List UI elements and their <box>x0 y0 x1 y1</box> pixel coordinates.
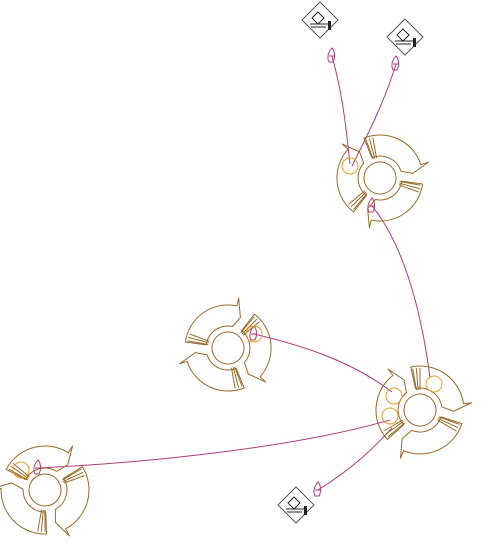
sink-glyph-bar <box>413 38 416 47</box>
wheel-arrow-segment <box>241 313 272 383</box>
link-arrow-marker <box>391 55 400 71</box>
links-layer <box>33 47 431 497</box>
wheel-arrow-segment <box>54 466 90 537</box>
circular-arrow-wheel-icon[interactable] <box>0 425 104 546</box>
wheel-spoke <box>240 316 255 334</box>
link[interactable] <box>33 419 391 475</box>
link-arrow-marker <box>33 459 42 475</box>
wheel-spoke <box>438 416 460 425</box>
wheel-spoke <box>412 368 418 391</box>
link[interactable] <box>351 55 400 167</box>
link-curve <box>317 427 393 491</box>
wheel-spoke <box>437 419 457 432</box>
wheel-arrow-segment <box>375 368 408 440</box>
link[interactable] <box>313 427 393 497</box>
wheel-spoke <box>241 318 258 335</box>
wheel-spoke <box>189 333 210 342</box>
sink-glyph-bar <box>304 506 307 515</box>
circular-arrow-wheel-icon[interactable] <box>179 297 272 392</box>
wheel-spoke <box>365 139 374 160</box>
sink-glyph-bar <box>328 21 331 30</box>
wheel-hub <box>363 161 397 195</box>
wheel-arrow-segment <box>367 180 424 229</box>
wheel-arrow-segment <box>179 352 245 392</box>
wheel-spoke <box>44 509 46 533</box>
wheel-arrow-segment <box>0 482 48 535</box>
link[interactable] <box>249 325 393 393</box>
wheel-spoke <box>348 190 366 205</box>
diamond-sink-icon[interactable] <box>386 18 424 56</box>
wheel-arrow-segment <box>400 416 463 459</box>
wheel-spoke <box>398 184 419 193</box>
wheel-spoke <box>353 192 368 210</box>
link[interactable] <box>367 197 431 379</box>
wheel-arrow-segment <box>5 445 74 481</box>
wheel-spoke <box>234 366 243 387</box>
wheel-spoke <box>8 468 28 481</box>
port-ring[interactable] <box>425 375 443 393</box>
wheel-arrow-segment <box>363 134 429 174</box>
port-ring[interactable] <box>381 407 399 425</box>
wheel-spoke <box>383 419 403 432</box>
port-ring[interactable] <box>12 461 30 479</box>
wheel-spoke <box>372 137 377 159</box>
wheel-spoke <box>437 418 459 429</box>
wheel-spoke <box>62 468 82 481</box>
circular-arrow-wheel-icon[interactable] <box>336 134 429 229</box>
wheel-spoke <box>187 340 209 345</box>
wheel-spoke <box>399 181 421 186</box>
link-arrow-marker <box>313 481 322 497</box>
wheel-spoke <box>419 367 421 390</box>
link[interactable] <box>327 47 351 165</box>
wheel-spoke <box>350 191 367 208</box>
wheels-layer <box>0 134 477 546</box>
sink-diamond <box>386 18 424 56</box>
wheel-spoke <box>63 475 85 484</box>
sink-diamond <box>301 1 339 39</box>
port-ring[interactable] <box>245 325 263 343</box>
wheel-spoke <box>415 368 419 391</box>
diamond-sink-icon[interactable] <box>277 486 315 524</box>
wheel-spoke <box>232 367 240 388</box>
wheel-hub <box>28 473 62 507</box>
wheel-spoke <box>62 471 84 483</box>
wheel-arrow-segment <box>184 297 241 346</box>
wheel-spoke <box>385 421 404 435</box>
sink-glyph <box>287 496 301 510</box>
link-curve <box>331 55 351 165</box>
wheel-hub <box>211 331 245 365</box>
wheel-spoke <box>231 367 236 389</box>
wheel-spoke <box>368 138 376 159</box>
sinks-layer <box>277 1 424 524</box>
circular-arrow-wheel-icon[interactable] <box>368 359 477 469</box>
wheel-spoke <box>40 509 44 532</box>
link-curve <box>351 63 397 167</box>
sink-glyph <box>396 28 410 42</box>
link-arrow-marker <box>327 47 336 63</box>
diamond-sink-icon[interactable] <box>301 1 339 39</box>
port-ring[interactable] <box>341 157 359 175</box>
sink-glyph <box>311 11 325 25</box>
wheel-arrow-segment <box>336 143 367 213</box>
wheel-hub <box>403 393 437 427</box>
link-curve <box>253 333 393 393</box>
link-curve <box>37 419 391 469</box>
wheel-spoke <box>188 336 209 344</box>
wheel-spoke <box>387 422 405 438</box>
wheel-spoke <box>399 182 420 190</box>
wheel-spoke <box>37 509 43 532</box>
port-ring[interactable] <box>385 387 403 405</box>
link-arrow-marker <box>367 197 376 213</box>
sink-diamond <box>277 486 315 524</box>
link-curve <box>371 205 431 379</box>
